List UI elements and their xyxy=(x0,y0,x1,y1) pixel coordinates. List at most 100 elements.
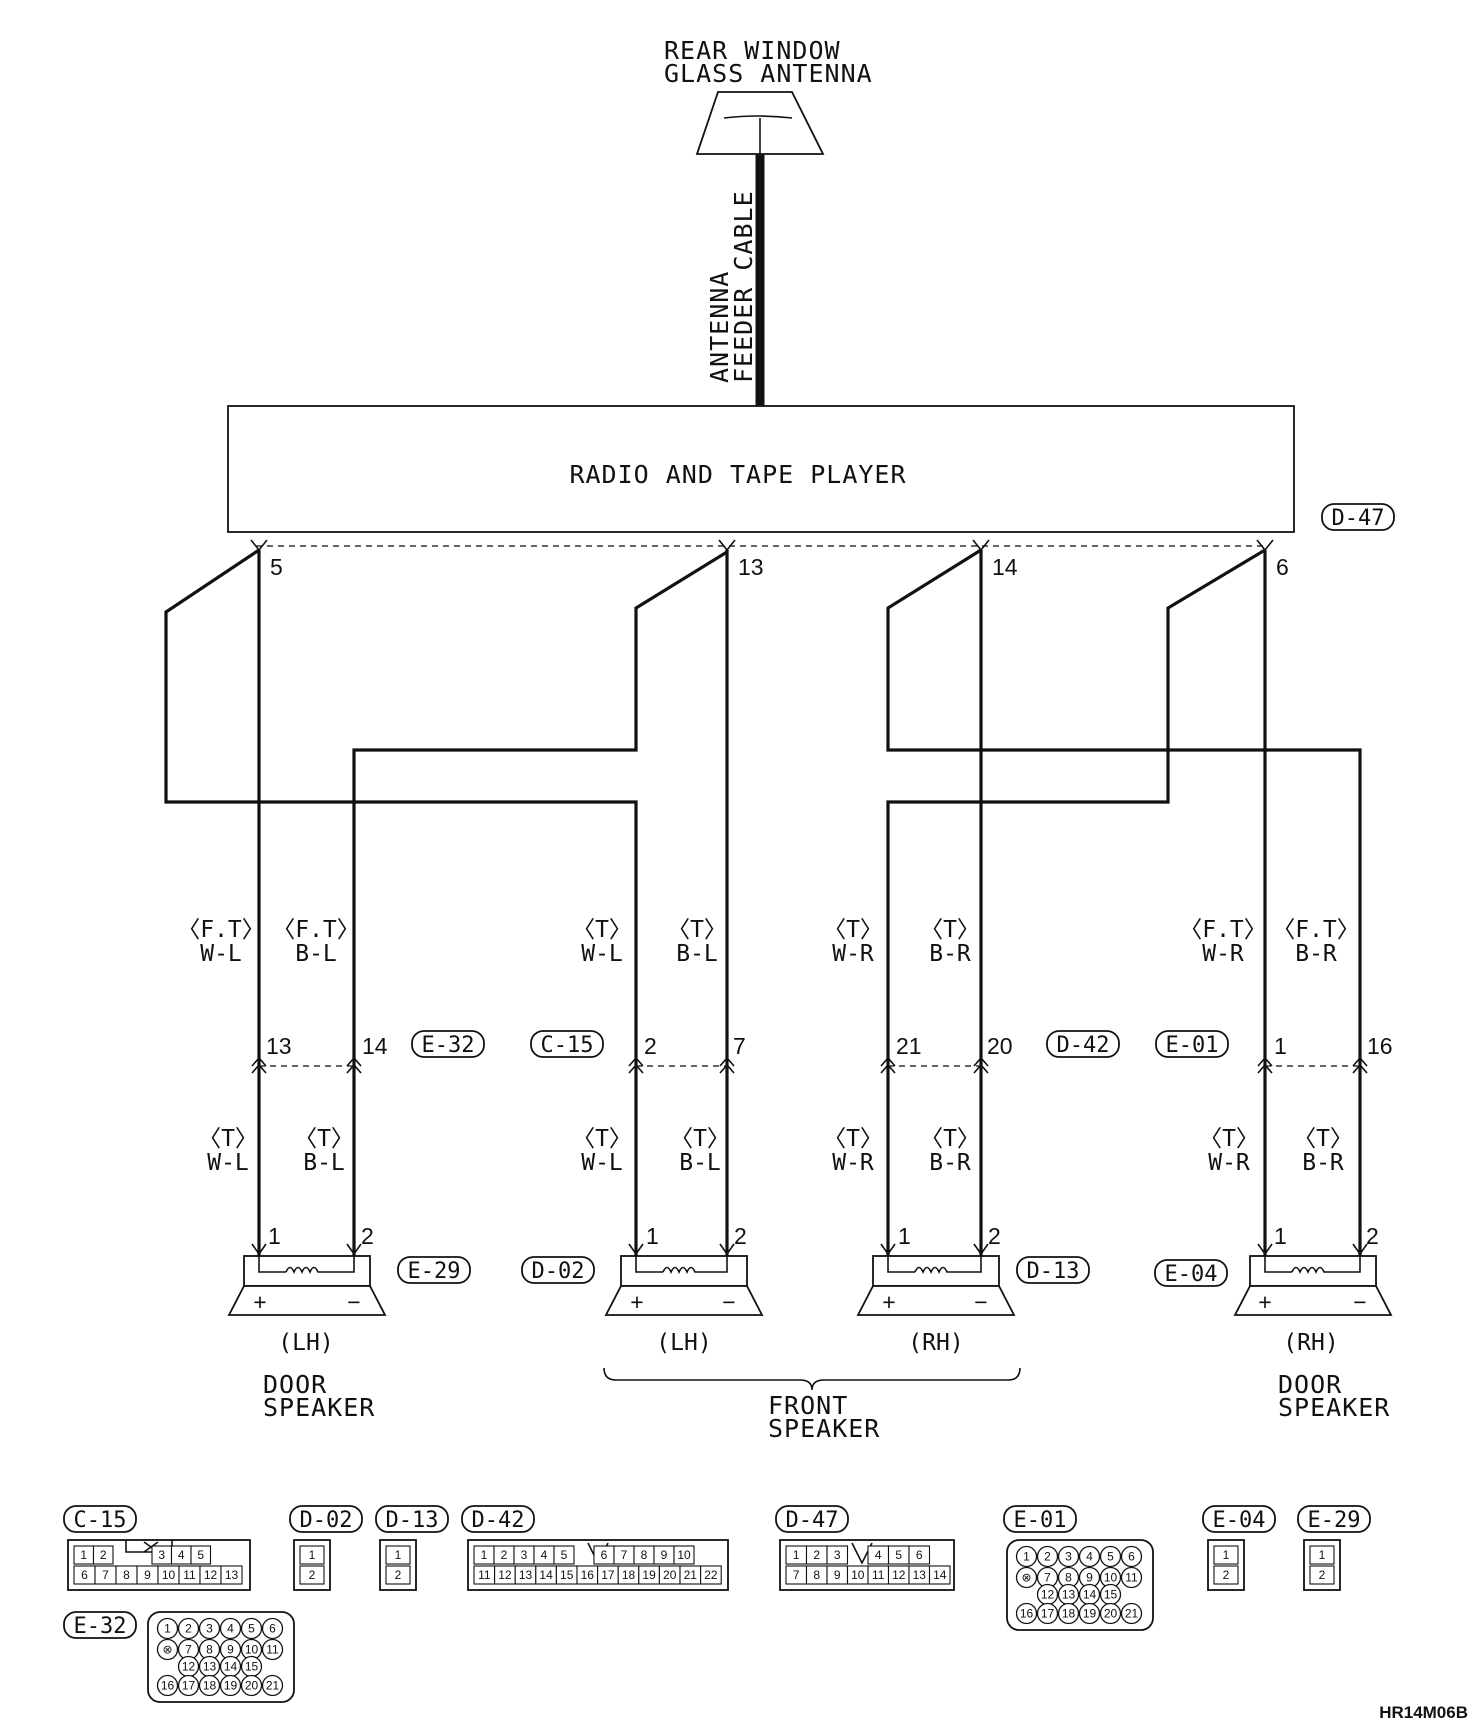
wire-label-color: B-L xyxy=(679,1150,721,1176)
speaker-pin-1: 1 xyxy=(646,1223,659,1249)
connector-pin-cell: 18 xyxy=(617,1565,640,1585)
front-speaker-line2: SPEAKER xyxy=(768,1414,880,1443)
connector-pin-cell: 3 xyxy=(513,1545,535,1565)
upper-wire-labels: 〈F.T〉 W-L 〈F.T〉 B-L 〈T〉 W-L 〈T〉 B-L 〈T〉 … xyxy=(177,917,1360,967)
connector-pin-cell: 6 xyxy=(261,1617,284,1640)
connector-pin-cell: 4 xyxy=(533,1545,555,1565)
connector-pin-label: 5 xyxy=(197,1548,204,1562)
svg-text:E-01: E-01 xyxy=(1166,1033,1219,1058)
speaker-pin-2: 2 xyxy=(361,1223,374,1249)
connector-pin-label: 20 xyxy=(245,1679,259,1693)
connector-pin-cell: 7 xyxy=(1036,1566,1059,1589)
connector-pin-label: 9 xyxy=(144,1568,151,1582)
connector-pin-cell: 3 xyxy=(151,1545,173,1565)
connector-pin-cell: 9 xyxy=(136,1565,159,1585)
wire-label-color: B-R xyxy=(1295,941,1337,967)
connector-pin-cell: 8 xyxy=(115,1565,138,1585)
connector-pin-cell: 17 xyxy=(1036,1602,1059,1625)
connector-pin-cell: 3 xyxy=(198,1617,221,1640)
door-speaker-left-line1: DOOR xyxy=(263,1370,327,1399)
connector-pin-label: 14 xyxy=(539,1568,553,1582)
connector-pin-cell: ⊗ xyxy=(156,1638,179,1661)
connector-pin-label: 1 xyxy=(1319,1548,1326,1562)
connector-pin-cell: 2 xyxy=(385,1565,411,1585)
connector-pin-label: 3 xyxy=(834,1548,841,1562)
connector-pin-cell: 2 xyxy=(92,1545,114,1565)
speaker-door-rh: 1 2 + − (RH) xyxy=(1233,1223,1393,1356)
connector-pin-cell: 2 xyxy=(299,1565,325,1585)
wire-label-color: B-R xyxy=(929,941,971,967)
connector-pin-cell: 12 xyxy=(887,1565,910,1585)
connector-pin-cell: 9 xyxy=(826,1565,849,1585)
connector-pin-label: 7 xyxy=(621,1548,628,1562)
connector-pin-cell: 3 xyxy=(826,1545,849,1565)
connector-pin-cell: 13 xyxy=(908,1565,931,1585)
connector-pin-cell: 11 xyxy=(261,1638,284,1661)
connector-pin-label: 19 xyxy=(224,1679,238,1693)
e01-pin-1: 1 xyxy=(1274,1033,1287,1059)
connector-pin-cell: 11 xyxy=(1120,1566,1143,1589)
connector-pin-label: 12 xyxy=(892,1568,906,1582)
speaker-cone-icon xyxy=(856,1285,1016,1316)
figure-code: HR14M06B xyxy=(1379,1703,1468,1722)
radio-pin-6: 6 xyxy=(1276,554,1289,580)
antenna-element xyxy=(723,115,793,119)
connector-pin-label: 12 xyxy=(498,1568,512,1582)
connector-pin-label: 2 xyxy=(185,1622,192,1636)
connector-pin-label: 3 xyxy=(158,1548,165,1562)
connector-pin-cell: 12 xyxy=(494,1565,516,1585)
wire-label-color: W-R xyxy=(1202,941,1244,967)
connector-pin-label: 5 xyxy=(895,1548,902,1562)
connector-pin-cell: 18 xyxy=(198,1674,221,1697)
e32-pin-14: 14 xyxy=(362,1033,388,1059)
connector-pin-label: 4 xyxy=(1086,1550,1093,1564)
speaker-minus: − xyxy=(347,1289,360,1315)
svg-text:E-04: E-04 xyxy=(1213,1508,1266,1533)
connector-pin-label: 3 xyxy=(1065,1550,1072,1564)
speaker-side: (RH) xyxy=(1283,1330,1338,1356)
antenna-cable-label: ANTENNA FEEDER CABLE xyxy=(705,190,758,383)
connector-pin-label: 1 xyxy=(1223,1548,1230,1562)
connector-pin-cell: 13 xyxy=(198,1655,221,1678)
wire-label-color: W-R xyxy=(1208,1150,1250,1176)
connector-pin-cell: 14 xyxy=(219,1655,242,1678)
connector-pin-label: 4 xyxy=(541,1548,548,1562)
connector-pin-label: 8 xyxy=(813,1568,820,1582)
connector-pin-label: 14 xyxy=(1083,1588,1097,1602)
connector-tag-d47: D-47 xyxy=(1321,503,1395,531)
radio-pin-14: 14 xyxy=(992,554,1018,580)
connector-pin-label: 2 xyxy=(395,1568,402,1582)
connector-pin-label: 13 xyxy=(1062,1588,1076,1602)
connector-pin-label: 9 xyxy=(227,1643,234,1657)
wire-label-cond: 〈T〉 xyxy=(572,917,632,943)
wire-label-color: W-L xyxy=(207,1150,249,1176)
connector-pin-cell: 2 xyxy=(493,1545,515,1565)
speaker-coil-icon xyxy=(1291,1266,1333,1274)
wire-label-cond: 〈F.T〉 xyxy=(1179,917,1267,943)
wire-front-lh-wl xyxy=(164,548,638,1256)
connector-pin-label: 17 xyxy=(1041,1607,1055,1621)
connector-pin-label: 8 xyxy=(1065,1571,1072,1585)
connector-pin-label: 2 xyxy=(501,1548,508,1562)
connector-legend: C-15 D-02 D-13 D-42 D-47 E-01 E-04 E-29 xyxy=(63,1505,1371,1703)
legend-tag-e29: E-29 xyxy=(1297,1505,1371,1533)
connector-pin-label: 1 xyxy=(80,1548,87,1562)
speaker-pin-1: 1 xyxy=(898,1223,911,1249)
connector-pin-label: 11 xyxy=(872,1568,885,1582)
connector-pin-label: 8 xyxy=(123,1568,130,1582)
connector-pin-cell: 9 xyxy=(219,1638,242,1661)
connector-pin-label: 6 xyxy=(916,1548,923,1562)
connector-tag-e32: E-32 xyxy=(411,1030,485,1058)
connector-pin-cell: 10 xyxy=(846,1565,869,1585)
connector-pin-label: 10 xyxy=(851,1568,865,1582)
connector-pin-cell: 6 xyxy=(73,1565,96,1585)
lower-wire-labels: 〈T〉 W-L 〈T〉 B-L 〈T〉 W-L 〈T〉 B-L 〈T〉 W-R … xyxy=(198,1126,1353,1176)
connector-pin-label: 2 xyxy=(309,1568,316,1582)
connector-pin-label: 7 xyxy=(793,1568,800,1582)
connector-pin-cell: 12 xyxy=(177,1655,200,1678)
connector-pin-cell: 21 xyxy=(1120,1602,1143,1625)
svg-text:D-42: D-42 xyxy=(1057,1033,1110,1058)
connector-pin-label: 5 xyxy=(561,1548,568,1562)
connector-pin-label: 11 xyxy=(1125,1571,1138,1585)
connector-chevrons xyxy=(251,1056,1368,1074)
